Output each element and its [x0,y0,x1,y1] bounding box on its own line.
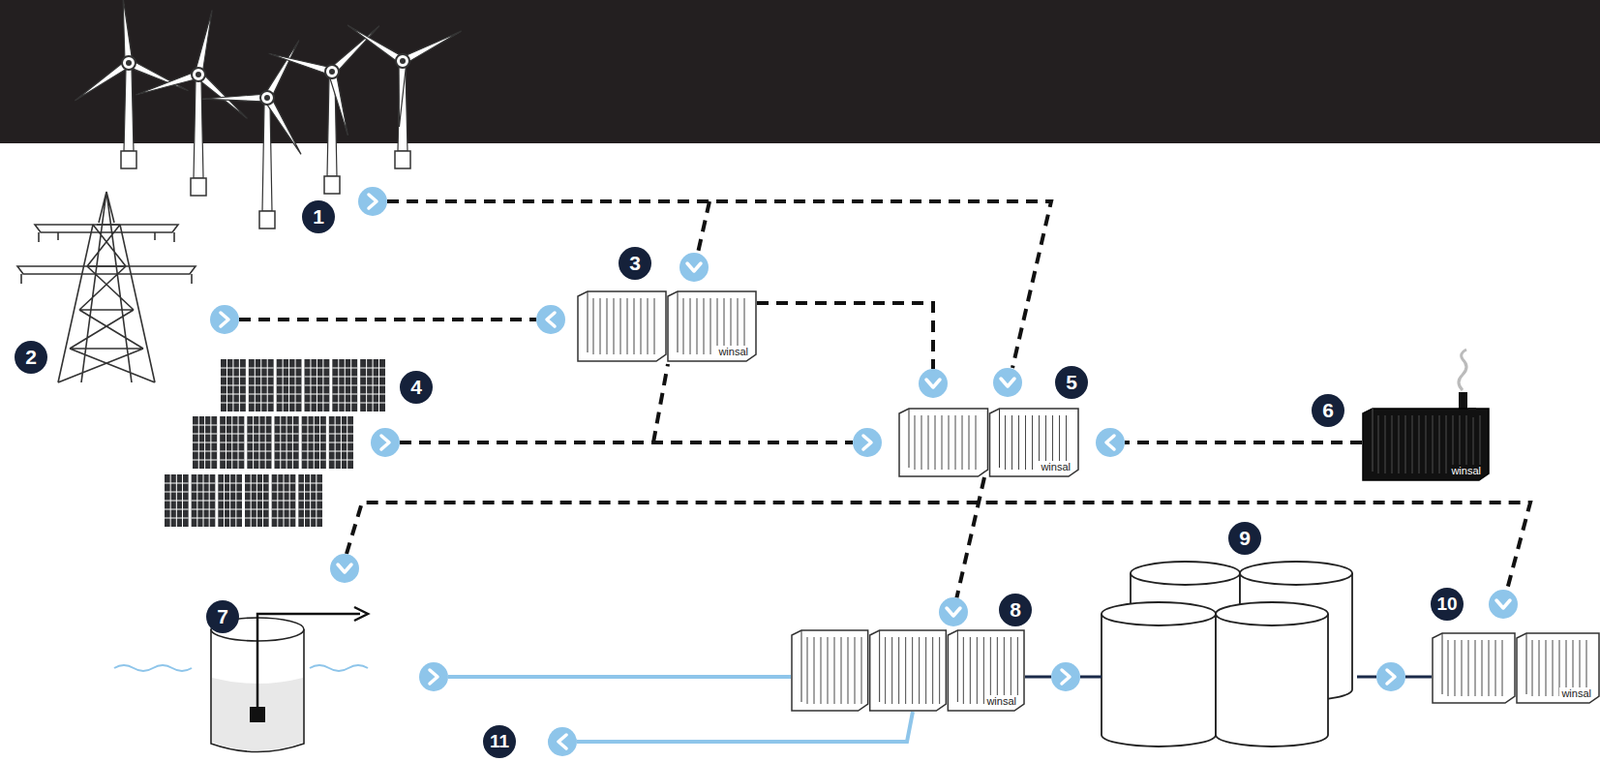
brand-logo: winsal [1449,464,1483,477]
flow-arrow [1488,589,1518,619]
solar-panel-row [192,416,354,469]
power-line [239,317,537,322]
callout-number: 5 [1055,365,1088,399]
brand-logo: winsal [716,345,751,358]
power-line [346,502,1531,590]
callout-number: 8 [998,593,1032,627]
container-unit: winsal [1431,632,1600,704]
flow-arrow [918,368,948,398]
flow-arrow [358,186,388,216]
chimney [1458,392,1468,410]
solar-panel-row [220,359,386,412]
wind-turbine [347,25,462,169]
container-unit: winsal [790,629,1026,712]
brand-logo: winsal [1038,460,1073,473]
power-connector [1095,427,1362,457]
flow-arrow [1051,662,1081,692]
water-pipe [448,674,791,679]
callout-number: 3 [618,246,652,280]
process-pipe [1025,675,1432,679]
container-unit: winsal [576,290,757,363]
water-well [114,606,368,753]
power-line [387,201,1052,368]
callout-number: 10 [1430,587,1464,621]
flow-arrow [210,304,240,334]
callout-number: 9 [1228,521,1262,555]
water-pipe [576,711,913,742]
callout-number: 6 [1311,393,1345,427]
brand-logo: winsal [984,694,1019,707]
flow-arrow [370,427,400,457]
flow-arrow [679,252,709,282]
callout-number: 4 [399,370,433,404]
power-connector [756,302,948,398]
wind-turbine [135,9,247,196]
callout-number: 2 [14,340,48,374]
callout-number: 1 [301,200,335,234]
power-line [399,440,853,445]
power-line [1124,440,1362,445]
sky-band [0,0,1600,144]
wind-turbine [201,40,302,229]
flow-arrow [536,304,566,334]
callout-number: 11 [483,724,516,758]
solar-panel-row [164,474,323,527]
power-line [756,302,934,369]
flow-arrow [419,662,449,692]
flow-arrow [938,597,968,627]
wind-turbine [269,26,380,194]
flow-arrow [547,726,577,756]
smoke [1458,349,1467,391]
power-connector [938,477,985,627]
power-line [697,201,710,253]
flow-arrow [993,367,1023,397]
callout-number: 7 [206,600,240,634]
flow-arrow [852,427,882,457]
brand-logo: winsal [1559,687,1594,699]
storage-tanks [1101,561,1353,747]
flow-arrow [1376,662,1406,692]
flow-arrow [330,553,360,583]
power-line [653,363,668,443]
flow-arrow [1095,427,1125,457]
container-unit: winsal [898,407,1080,478]
power-line [956,477,985,598]
container-unit: winsal [1361,407,1490,482]
